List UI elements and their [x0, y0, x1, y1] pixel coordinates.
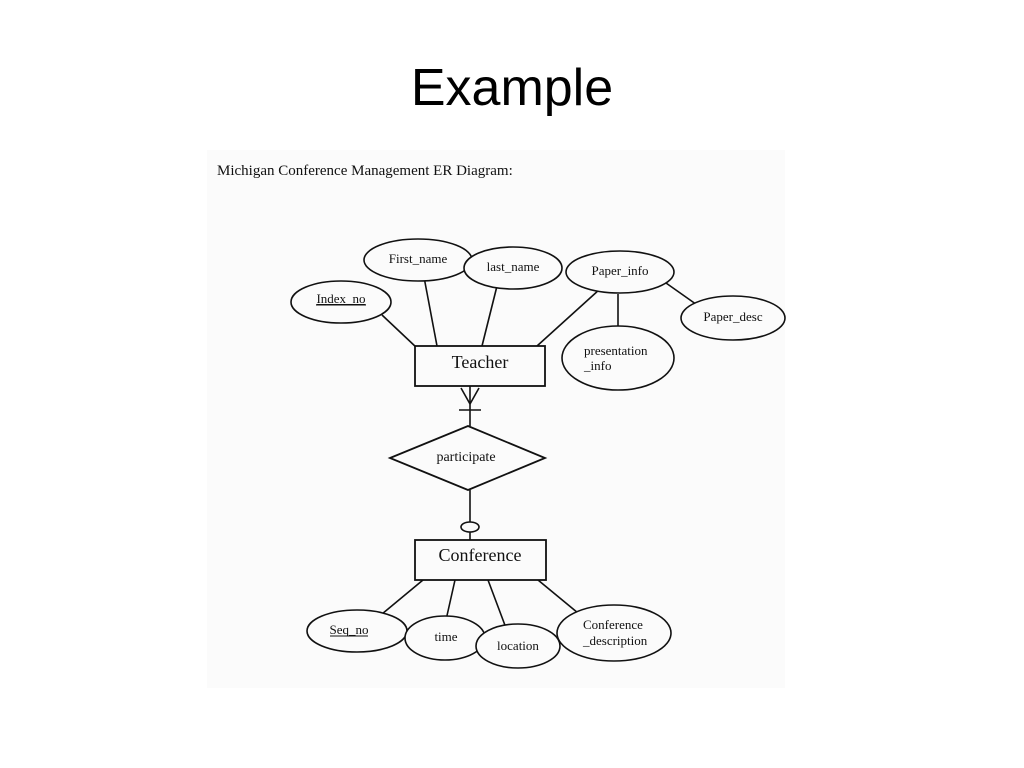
- slide-title: Example: [410, 59, 614, 117]
- attribute-conference-description-line2: _description: [582, 633, 648, 648]
- crowfoot-left: [460, 387, 471, 405]
- line-first-name-teacher: [423, 276, 438, 347]
- entity-teacher: Teacher: [414, 345, 546, 387]
- line-conference-time: [445, 579, 456, 621]
- attribute-presentation-info-line2: _info: [583, 358, 611, 373]
- attribute-seq-no: Seq_no: [306, 609, 408, 653]
- attribute-last-name-label: last_name: [487, 259, 540, 274]
- attribute-location-label: location: [497, 638, 539, 653]
- attribute-paper-desc-label: Paper_desc: [703, 309, 762, 324]
- connector-lines: [381, 276, 701, 629]
- attribute-paper-desc: Paper_desc: [680, 295, 786, 341]
- attribute-first-name-label: First_name: [389, 251, 448, 266]
- attribute-time-label: time: [434, 629, 457, 644]
- attribute-index-no-label: Index_no: [316, 291, 365, 306]
- crowfoot-right: [469, 387, 480, 405]
- line-index-no-teacher: [381, 314, 418, 349]
- attribute-conference-description: Conference _description: [556, 604, 672, 662]
- relationship-participate: participate: [387, 425, 548, 491]
- attribute-presentation-info-line1: presentation: [584, 343, 648, 358]
- relationship-participate-label: participate: [436, 450, 495, 465]
- line-last-name-teacher: [481, 285, 498, 347]
- diagram-caption: Michigan Conference Management ER Diagra…: [217, 163, 513, 179]
- attribute-location: location: [475, 623, 561, 669]
- attribute-presentation-info: presentation _info: [561, 325, 675, 391]
- entity-conference-label: Conference: [439, 545, 522, 565]
- attribute-conference-description-line1: Conference: [583, 617, 643, 632]
- attribute-paper-info-label: Paper_info: [591, 263, 648, 278]
- entity-conference: Conference: [414, 539, 547, 581]
- figure-background: [207, 150, 785, 688]
- optional-circle: [460, 521, 480, 533]
- attribute-time: time: [404, 615, 486, 661]
- line-paper-info-teacher: [536, 288, 601, 347]
- attribute-last-name: last_name: [463, 246, 563, 290]
- attribute-seq-no-label: Seq_no: [330, 622, 369, 637]
- line-conference-description: [537, 579, 579, 614]
- entity-teacher-label: Teacher: [452, 352, 509, 372]
- attribute-paper-info: Paper_info: [565, 250, 675, 294]
- attribute-index-no: Index_no: [290, 280, 392, 324]
- line-conference-seq-no: [381, 579, 424, 615]
- attribute-first-name: First_name: [363, 238, 473, 282]
- line-conference-location: [487, 579, 507, 629]
